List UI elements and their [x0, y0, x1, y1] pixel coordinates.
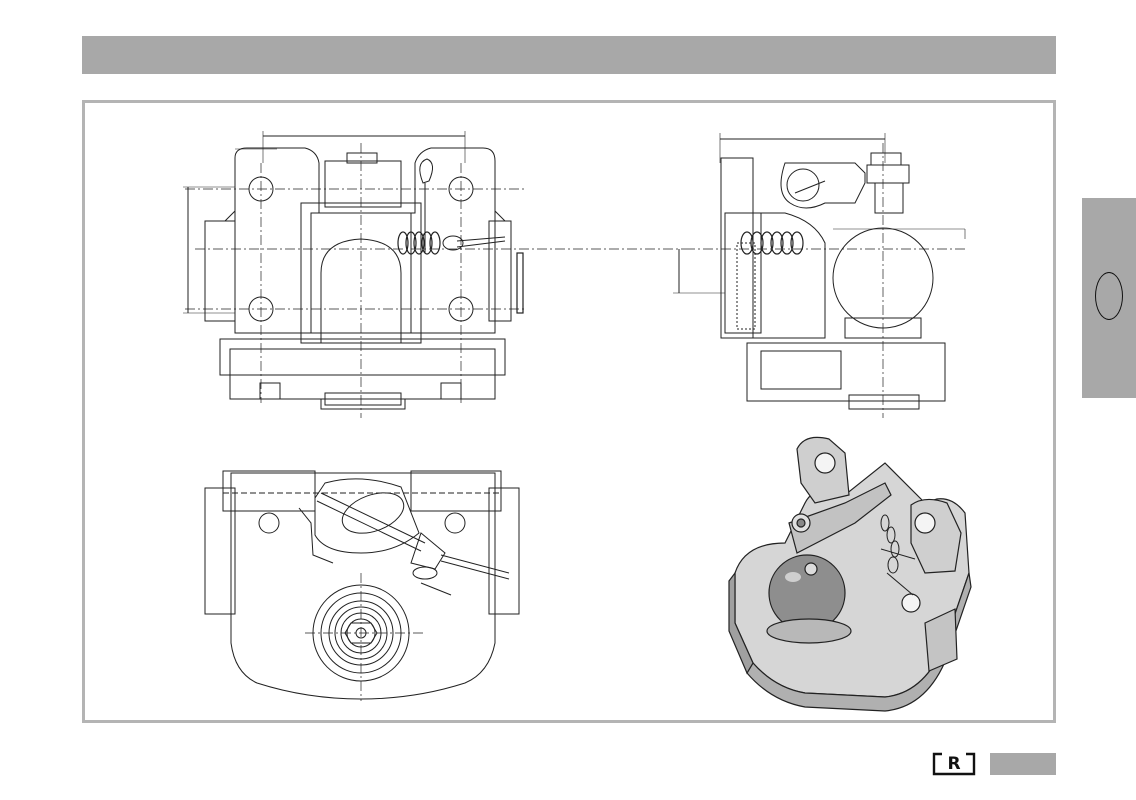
- front-view-drawing: [183, 131, 685, 418]
- logo-letter: R: [932, 752, 976, 776]
- side-tab[interactable]: [1082, 198, 1136, 398]
- footer-page-bar: [990, 753, 1056, 775]
- isometric-view-drawing: [729, 437, 971, 711]
- header-bar: [82, 36, 1056, 74]
- side-tab-oval-marker: [1095, 272, 1123, 320]
- top-view-drawing: [205, 471, 519, 701]
- brand-logo: R: [932, 752, 976, 776]
- side-view-drawing: [673, 133, 965, 418]
- drawing-frame: [82, 100, 1056, 723]
